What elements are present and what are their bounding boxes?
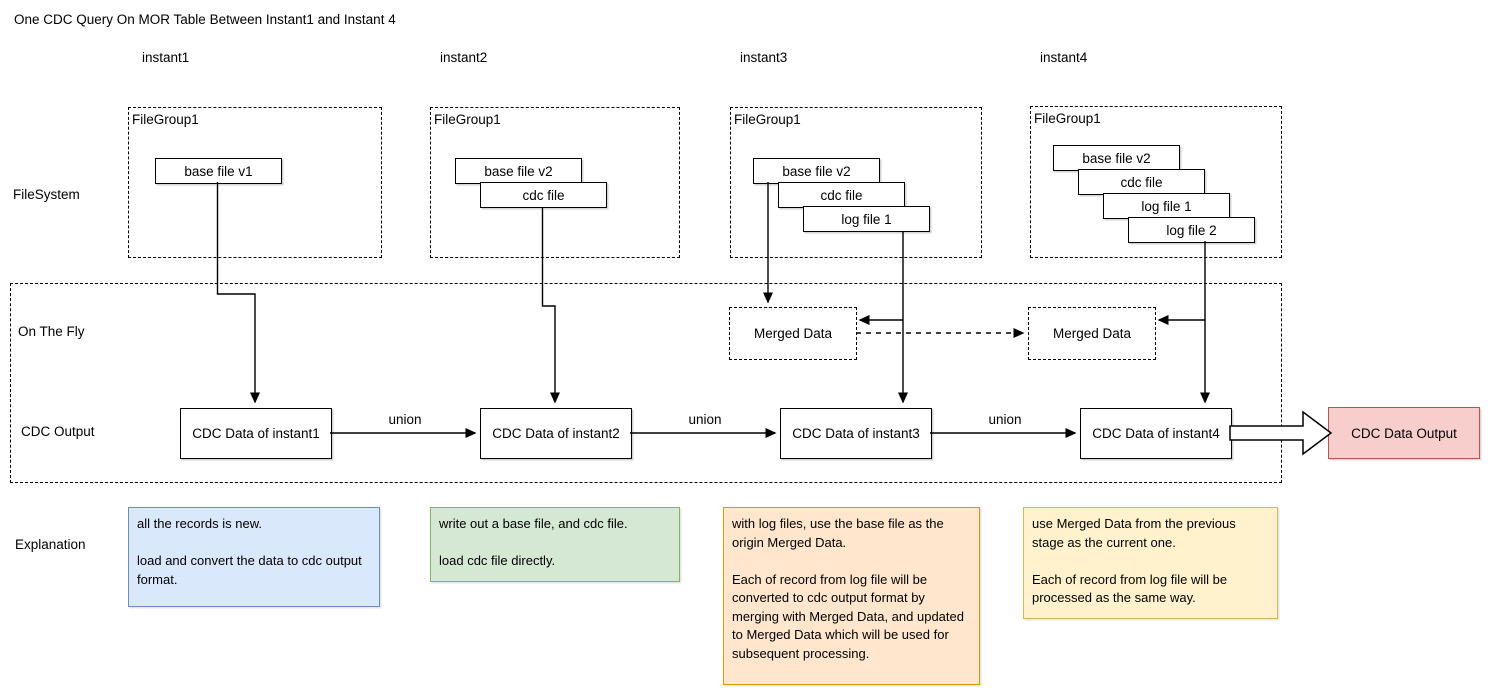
row-label-explanation: Explanation [15,537,86,552]
column-label-instant3: instant3 [740,50,788,65]
file-box-cdc-file: cdc file [778,182,905,208]
file-box-base-file-v2: base file v2 [455,158,582,184]
explanation-box-instant3: with log files, use the base file as the… [723,507,980,685]
file-box-base-file-v2: base file v2 [753,158,880,184]
merged-data-box-instant3: Merged Data [729,307,857,360]
diagram-title: One CDC Query On MOR Table Between Insta… [14,12,396,27]
explanation-box-instant2: write out a base file, and cdc file. loa… [430,507,680,582]
union-label-2: union [688,412,722,427]
file-box-base-file-v1: base file v1 [155,158,282,184]
explanation-box-instant1: all the records is new. load and convert… [128,507,380,607]
row-label-cdc-output: CDC Output [21,424,95,439]
filegroup-label: FileGroup1 [734,112,801,127]
cdc-data-box-instant1: CDC Data of instant1 [180,408,332,459]
column-label-instant4: instant4 [1040,50,1088,65]
column-label-instant1: instant1 [142,50,190,65]
filegroup-label: FileGroup1 [132,112,199,127]
filegroup-box-instant3: FileGroup1 [730,107,982,258]
merged-data-box-instant4: Merged Data [1028,307,1156,360]
cdc-data-output-box: CDC Data Output [1328,407,1480,459]
file-box-log-file-1: log file 1 [803,206,930,232]
filegroup-box-instant4: FileGroup1 [1030,106,1282,258]
file-box-cdc-file: cdc file [1078,169,1205,195]
filegroup-label: FileGroup1 [434,112,501,127]
row-label-filesystem: FileSystem [13,187,80,202]
union-label-3: union [988,412,1022,427]
cdc-data-box-instant3: CDC Data of instant3 [780,408,932,459]
flow-container-box [10,283,1282,483]
explanation-box-instant4: use Merged Data from the previous stage … [1023,507,1278,619]
filegroup-label: FileGroup1 [1034,111,1101,126]
union-label-1: union [388,412,422,427]
cdc-data-box-instant2: CDC Data of instant2 [480,408,632,459]
file-box-cdc-file: cdc file [480,182,607,208]
file-box-base-file-v2: base file v2 [1053,145,1180,171]
file-box-log-file-1: log file 1 [1103,193,1230,219]
row-label-on-the-fly: On The Fly [18,324,85,339]
column-label-instant2: instant2 [440,50,488,65]
cdc-data-box-instant4: CDC Data of instant4 [1080,408,1232,459]
file-box-log-file-2: log file 2 [1128,217,1255,243]
